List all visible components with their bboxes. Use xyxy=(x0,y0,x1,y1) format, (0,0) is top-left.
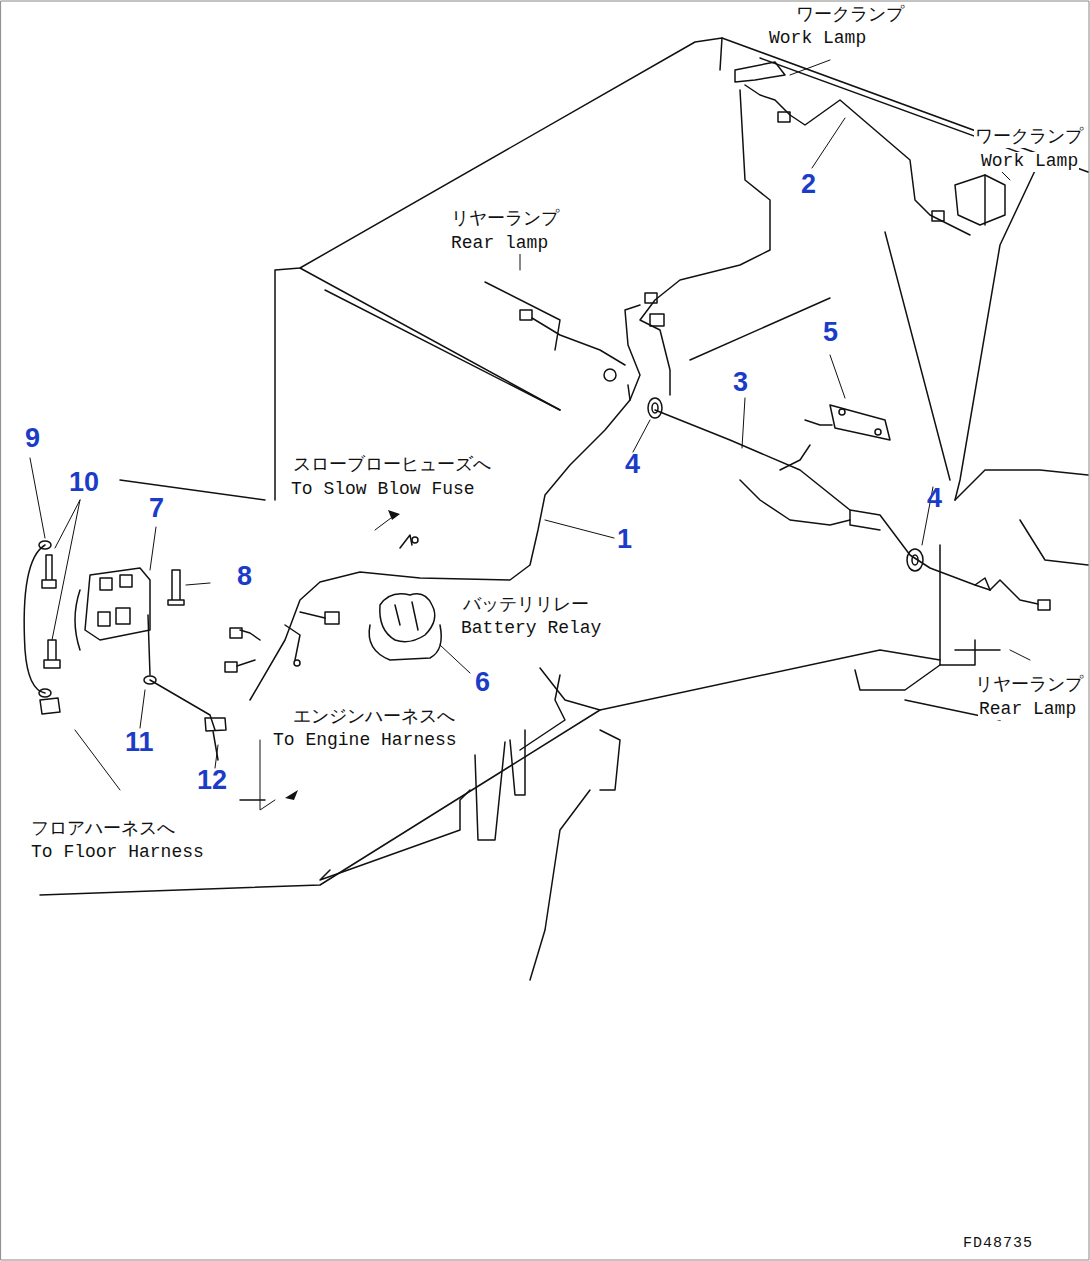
part-label: エンジンハーネスへ xyxy=(292,708,456,728)
part-label: To Slow Blow Fuse xyxy=(290,480,476,500)
part-label: Work Lamp xyxy=(980,152,1079,172)
callout-number: 1 xyxy=(616,525,633,555)
part-label: フロアハーネスへ xyxy=(30,820,176,840)
callout-number: 7 xyxy=(148,494,165,524)
part-label: Work Lamp xyxy=(768,29,867,49)
part-label: Battery Relay xyxy=(460,619,602,639)
callout-number: 11 xyxy=(124,728,155,758)
part-label: ワークランプ xyxy=(974,128,1084,148)
callout-number: 8 xyxy=(236,562,253,592)
part-label: スローブローヒューズへ xyxy=(292,456,492,476)
callout-number: 4 xyxy=(624,450,641,480)
part-label: ワークランプ xyxy=(795,6,905,26)
part-label: Rear Lamp xyxy=(978,700,1077,720)
drawing-code: FD48735 xyxy=(962,1236,1034,1253)
callout-number: 4 xyxy=(926,484,943,514)
part-label: To Floor Harness xyxy=(30,843,205,863)
callout-number: 6 xyxy=(474,668,491,698)
callout-number: 2 xyxy=(800,170,817,200)
callout-number: 5 xyxy=(822,318,839,348)
callout-number: 9 xyxy=(24,424,41,454)
callout-number: 10 xyxy=(68,468,100,498)
part-label: To Engine Harness xyxy=(272,731,458,751)
part-label: Rear lamp xyxy=(450,234,549,254)
part-label: リヤーランプ xyxy=(974,676,1084,696)
callout-number: 12 xyxy=(196,766,228,796)
part-label: リヤーランプ xyxy=(450,210,560,230)
part-label: バッテリリレー xyxy=(462,596,590,616)
callout-number: 3 xyxy=(732,368,749,398)
